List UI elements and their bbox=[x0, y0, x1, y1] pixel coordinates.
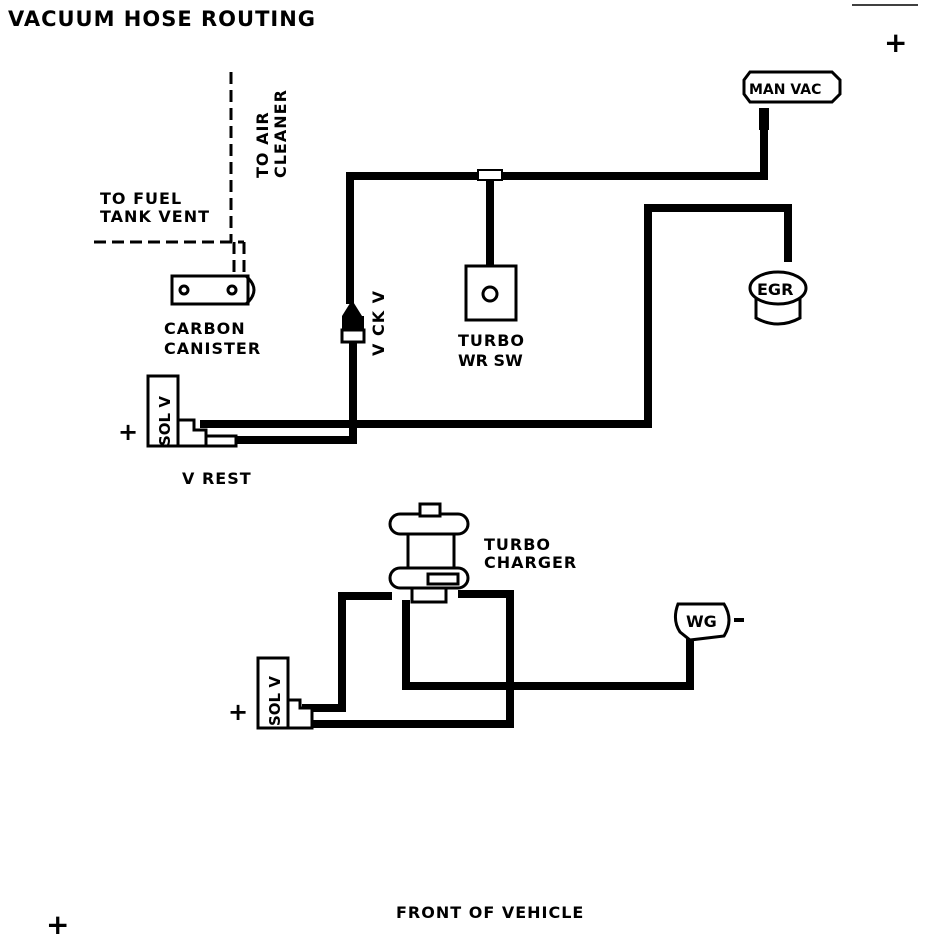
label-wg: WG bbox=[686, 612, 717, 631]
tee-fitting bbox=[477, 169, 503, 181]
label-v-rest: V REST bbox=[182, 469, 252, 488]
label-canister: CANISTER bbox=[164, 339, 261, 358]
lower-solenoid-valve bbox=[256, 656, 314, 730]
upper-hose-network bbox=[200, 114, 792, 444]
label-to-air: TO AIR bbox=[253, 111, 272, 178]
sol-v-lower-terminal: + bbox=[228, 698, 248, 726]
vent-dashed-lines bbox=[94, 72, 246, 282]
sol-v-upper-terminal: + bbox=[118, 418, 138, 446]
label-front-of-vehicle: FRONT OF VEHICLE bbox=[396, 903, 584, 922]
label-wr-sw: WR SW bbox=[458, 351, 523, 370]
man-vac-port bbox=[742, 70, 842, 104]
egr-valve bbox=[748, 270, 808, 326]
carbon-canister bbox=[170, 274, 256, 306]
label-sol-v-lower: SOL V bbox=[266, 676, 284, 726]
upper-solenoid-valve bbox=[146, 374, 238, 448]
label-vckv: V CK V bbox=[369, 290, 388, 356]
diagram-title: VACUUM HOSE ROUTING bbox=[8, 7, 316, 31]
register-mark-top-right: + bbox=[884, 26, 907, 59]
label-charger: CHARGER bbox=[484, 553, 577, 572]
turbo-wr-switch bbox=[464, 258, 518, 322]
label-cleaner: CLEANER bbox=[271, 89, 290, 178]
label-turbo-sw: TURBO bbox=[458, 331, 525, 350]
man-vac-nipple bbox=[759, 108, 769, 130]
label-sol-v-upper: SOL V bbox=[156, 396, 174, 446]
lower-hose-network bbox=[302, 590, 694, 728]
wastegate-actuator bbox=[673, 602, 744, 642]
label-man-vac: MAN VAC bbox=[749, 82, 821, 98]
label-carbon: CARBON bbox=[164, 319, 246, 338]
label-tank-vent: TANK VENT bbox=[100, 207, 210, 226]
label-egr: EGR bbox=[757, 280, 793, 299]
label-turbo: TURBO bbox=[484, 535, 551, 554]
register-mark-bottom-left: + bbox=[46, 908, 69, 940]
vacuum-check-valve bbox=[340, 300, 366, 344]
turbocharger bbox=[388, 502, 470, 604]
label-to-fuel: TO FUEL bbox=[100, 189, 182, 208]
